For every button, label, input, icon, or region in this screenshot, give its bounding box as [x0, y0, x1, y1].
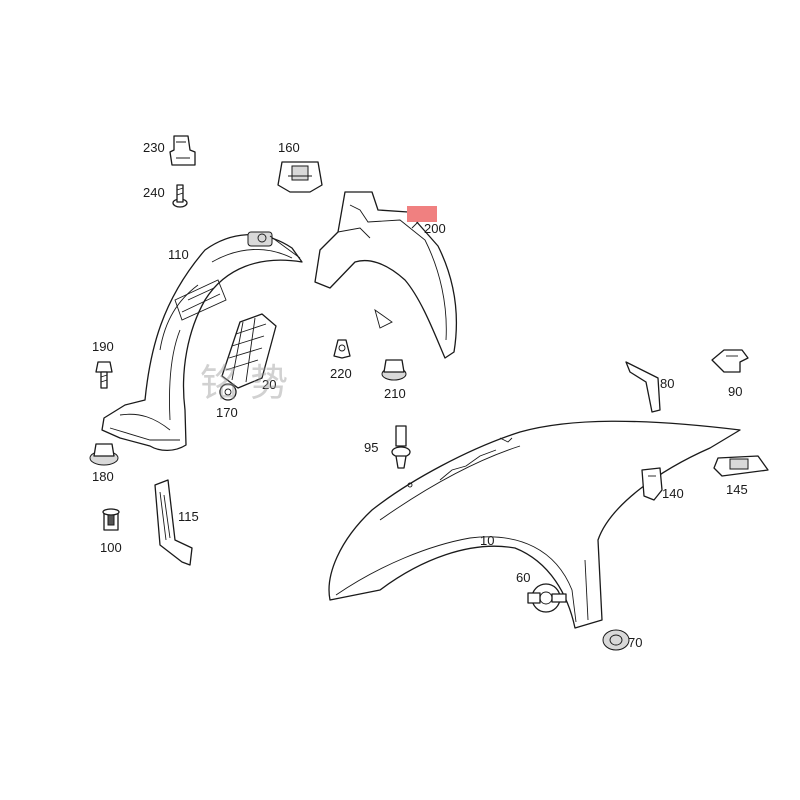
part-110-wheel-liner — [101, 231, 303, 452]
part-160-clip-nut — [277, 161, 323, 193]
part-95-stud — [391, 425, 411, 469]
label-80: 80 — [660, 376, 674, 391]
part-90-expansion-clip — [711, 349, 749, 373]
part-190-bolt — [95, 361, 113, 389]
part-60-bolt — [527, 583, 567, 613]
label-200: 200 — [424, 221, 446, 236]
label-140: 140 — [662, 486, 684, 501]
part-210-nut — [381, 359, 407, 381]
label-180: 180 — [92, 469, 114, 484]
label-190: 190 — [92, 339, 114, 354]
leader-line-200 — [411, 221, 419, 229]
part-170-washer — [219, 383, 237, 401]
label-230: 230 — [143, 140, 165, 155]
label-95: 95 — [364, 440, 378, 455]
watermark: 铭 势 — [200, 361, 288, 405]
part-100-spacer — [102, 508, 120, 531]
label-160: 160 — [278, 140, 300, 155]
part-220-push-pin — [333, 339, 351, 359]
label-70: 70 — [628, 635, 642, 650]
highlight-marker — [407, 206, 437, 222]
label-10: 10 — [480, 533, 494, 548]
part-240-screw — [172, 184, 188, 208]
label-20: 20 — [262, 377, 276, 392]
label-100: 100 — [100, 540, 122, 555]
part-230-clip — [169, 135, 196, 166]
part-115-seal-strip — [154, 479, 193, 566]
label-240: 240 — [143, 185, 165, 200]
part-145-clip-nut — [713, 455, 769, 477]
part-20-vent-grille — [221, 313, 277, 389]
label-110: 110 — [168, 247, 189, 262]
label-90: 90 — [728, 384, 742, 399]
label-115: 115 — [178, 509, 199, 524]
part-140-bracket-clip — [641, 467, 663, 501]
label-210: 210 — [384, 386, 406, 401]
part-80-bracket — [625, 361, 661, 413]
part-70-nut — [602, 629, 630, 651]
part-180-nut — [89, 443, 119, 466]
label-60: 60 — [516, 570, 530, 585]
part-10-front-fender — [328, 420, 741, 629]
label-170: 170 — [216, 405, 238, 420]
label-220: 220 — [330, 366, 352, 381]
label-145: 145 — [726, 482, 748, 497]
part-200-splash-shield — [314, 191, 458, 359]
